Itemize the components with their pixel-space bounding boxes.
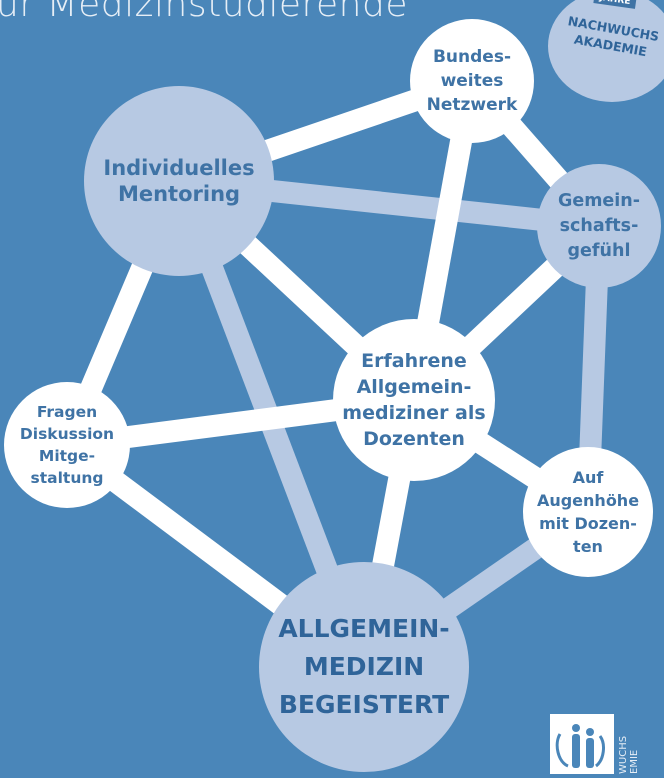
node-label: ALLGEMEIN- MEDIZIN BEGEISTERT [278,614,450,719]
node-label: Gemein- schafts- gefühl [557,190,641,261]
nachwuchs-akademie-badge [548,0,664,102]
node-label: Auf Augenhöhe mit Dozen- ten [536,468,640,556]
node-label: Erfahrene Allgemein- mediziner als Dozen… [342,350,486,450]
node-bundesweites-netzwerk: Bundes- weites Netzwerk [410,19,534,143]
figures-logo-icon [555,724,605,768]
page-title: ür Medizinstudierende [0,0,409,25]
logo-side-text: WUCHS EMIE [618,735,640,774]
logo [550,714,614,774]
node-label: Bundes- weites Netzwerk [426,47,518,115]
node-erfahrene-dozenten: Erfahrene Allgemein- mediziner als Dozen… [333,319,495,481]
node-auf-augenhoehe: Auf Augenhöhe mit Dozen- ten [523,447,653,577]
node-label: Fragen Diskussion Mitge- staltung [19,403,115,487]
node-allgemeinmedizin-begeistert: ALLGEMEIN- MEDIZIN BEGEISTERT [259,562,469,772]
node-fragen-diskussion: Fragen Diskussion Mitge- staltung [4,382,130,508]
node-individuelles-mentoring: Individuelles Mentoring [84,86,274,276]
node-gemeinschaftsgefuehl: Gemein- schafts- gefühl [537,164,661,288]
node-label: Individuelles Mentoring [103,156,255,206]
